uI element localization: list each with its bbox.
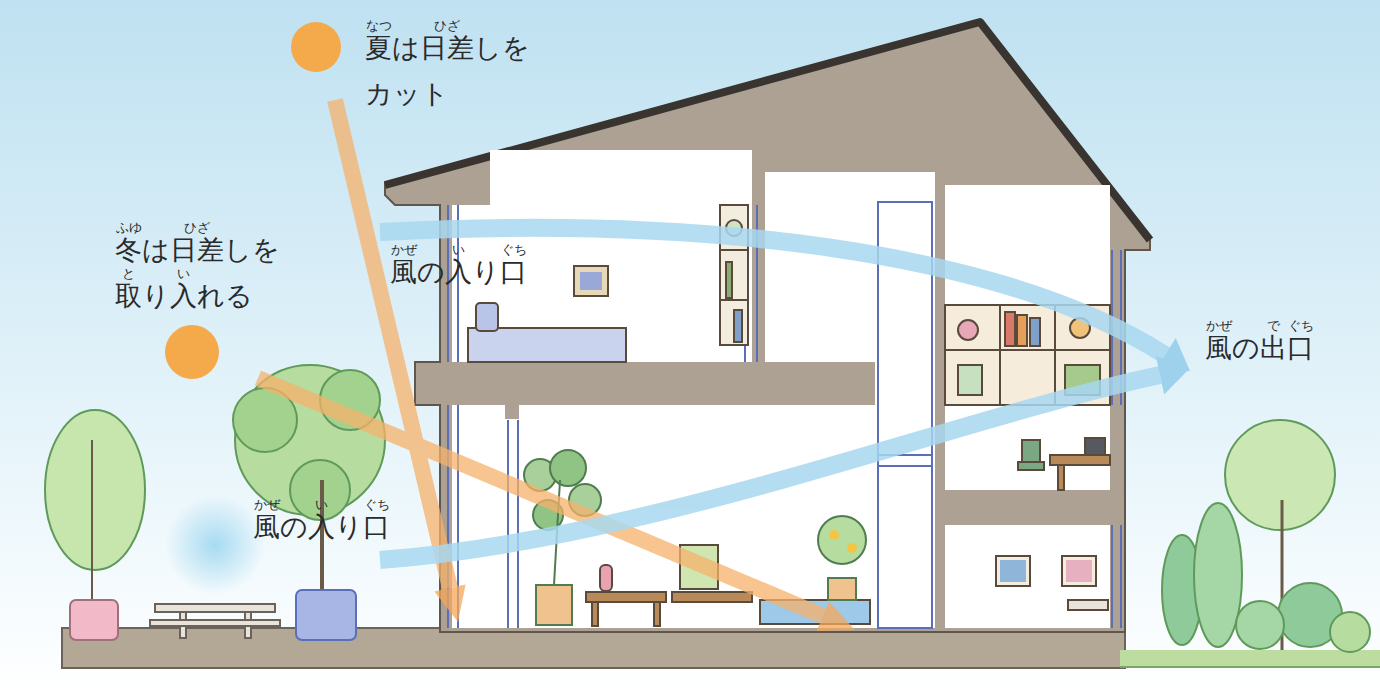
outdoor-trees-part (296, 590, 356, 640)
house-structure-part (875, 360, 935, 410)
furniture-part (958, 365, 982, 395)
furniture-part (600, 565, 612, 591)
furniture-part (1022, 440, 1040, 462)
window-frames-part (878, 465, 932, 467)
furigana-label: で (1267, 319, 1280, 332)
furniture-part (1062, 556, 1096, 586)
outdoor-trees-part (1194, 503, 1242, 647)
sun-symbols (165, 22, 341, 379)
furniture-part (726, 262, 732, 298)
furniture-part (999, 305, 1001, 405)
outdoor-trees-part (165, 495, 265, 595)
outdoor-trees-part (1236, 601, 1284, 649)
furniture-part (1005, 312, 1015, 346)
furniture-part (1000, 560, 1026, 582)
furigana-label: と (122, 267, 135, 280)
furigana-label: い (452, 243, 465, 256)
sun-symbols-part (291, 22, 341, 72)
furigana-label: い (177, 267, 190, 280)
furniture-part (476, 303, 498, 331)
window-frames-part (517, 420, 519, 628)
furniture-part (945, 349, 1110, 351)
outdoor-trees-part (70, 600, 118, 640)
furniture-part (1030, 318, 1040, 346)
furniture-part (580, 272, 602, 290)
furigana-label: ひざ (434, 19, 460, 32)
furniture-part (1017, 315, 1027, 346)
window-frames-part (1111, 525, 1113, 628)
furigana-label: かぜ (254, 498, 280, 511)
outdoor-trees-part (1330, 612, 1370, 652)
window-frames-part (507, 420, 509, 628)
indoor-plants-part (829, 530, 839, 540)
house-structure-part (945, 525, 1110, 628)
indoor-plants-part (847, 543, 857, 553)
furigana-label: ぐち (1288, 319, 1314, 332)
furniture-part (996, 556, 1030, 586)
ground-part (1120, 650, 1380, 668)
ground-part (1120, 666, 1380, 668)
furniture-part (574, 266, 608, 296)
furigana-label: ぐち (364, 498, 390, 511)
outdoor-trees-part (45, 410, 145, 570)
furniture-part (586, 592, 666, 602)
house-structure-part (452, 405, 935, 628)
furigana-label: ぐち (501, 243, 527, 256)
wind-arrows-part (380, 228, 1165, 355)
furniture-part (1058, 465, 1064, 490)
furigana-label: い (315, 498, 328, 511)
furniture-part (1066, 560, 1092, 582)
window-frames-part (1120, 525, 1122, 628)
wind-arrows-part (380, 375, 1160, 560)
furniture-part (672, 592, 752, 602)
caption-label: 冬は日差しを 取り入れる (115, 227, 291, 319)
indoor-plants-part (550, 450, 586, 486)
furigana-label: ひざ (184, 221, 210, 234)
furniture-part (958, 320, 978, 340)
sunlight-arrows (258, 100, 855, 631)
ground-part (62, 628, 1125, 668)
furniture-part (1050, 455, 1110, 465)
furniture-part (592, 602, 598, 626)
outdoor-trees-part (150, 620, 280, 626)
wind-arrows-part (1156, 355, 1189, 394)
furniture-part (1085, 438, 1105, 455)
outdoor-trees (45, 365, 1370, 652)
furniture-part (720, 299, 748, 301)
wind-arrows (380, 228, 1190, 560)
furniture-part (720, 205, 748, 345)
sun-symbols-part (165, 325, 219, 379)
window-frames-part (756, 205, 758, 362)
furigana-label: ふゆ (116, 221, 142, 234)
furniture-part (734, 310, 742, 342)
furniture-part (468, 328, 626, 362)
furniture-part (1018, 462, 1044, 470)
furigana-label: かぜ (391, 243, 417, 256)
caption-label: 夏は日差しを カット (365, 25, 541, 117)
furigana-label: なつ (366, 19, 392, 32)
furniture-part (1068, 600, 1108, 610)
sunlight-arrows-part (817, 602, 855, 631)
indoor-plants-part (536, 585, 572, 625)
furniture-part (654, 602, 660, 626)
outdoor-trees-part (1225, 420, 1335, 530)
house-structure-part (505, 405, 519, 419)
sunlight-arrows-part (434, 584, 465, 622)
outdoor-trees-part (155, 604, 275, 612)
furniture-part (1054, 305, 1056, 405)
outdoor-trees-part (91, 440, 93, 600)
furniture-part (720, 249, 748, 251)
furigana-label: かぜ (1206, 319, 1232, 332)
indoor-plants-part (828, 578, 856, 600)
indoor-plants-part (818, 516, 866, 564)
